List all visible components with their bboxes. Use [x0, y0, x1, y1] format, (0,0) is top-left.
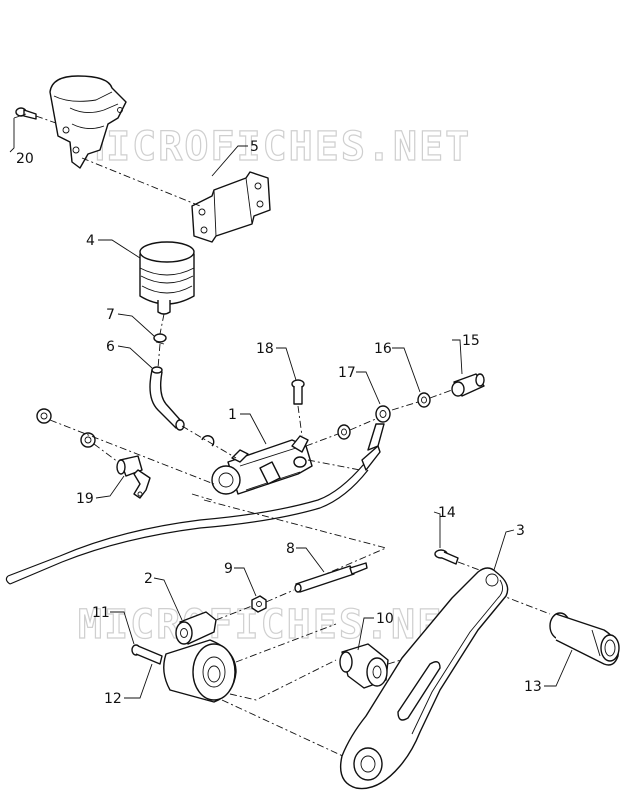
- callout-7: 7: [106, 307, 115, 323]
- callout-12: 12: [104, 691, 122, 707]
- callout-5: 5: [250, 139, 259, 155]
- part-13-pedal-peg[interactable]: [549, 612, 620, 666]
- washer-mid[interactable]: [337, 424, 351, 440]
- part-1-master-cylinder[interactable]: [211, 435, 313, 495]
- washer-left-top[interactable]: [36, 408, 52, 424]
- callout-1: 1: [228, 407, 237, 423]
- callout-15: 15: [462, 333, 480, 349]
- part-2-clevis[interactable]: [175, 611, 217, 645]
- part-9-nut[interactable]: [251, 595, 267, 613]
- part-11-bolt[interactable]: [131, 644, 163, 665]
- part-7-hose-clamp[interactable]: [153, 333, 167, 345]
- part-16-washer[interactable]: [417, 392, 431, 408]
- callout-11: 11: [92, 605, 110, 621]
- callout-3: 3: [516, 523, 525, 539]
- part-17-banjo-fitting[interactable]: [367, 405, 391, 451]
- callout-8: 8: [286, 541, 295, 557]
- part-14-screw[interactable]: [434, 549, 459, 565]
- callout-19: 19: [76, 491, 94, 507]
- callout-4: 4: [86, 233, 95, 249]
- brake-line[interactable]: [5, 445, 381, 585]
- callout-18: 18: [256, 341, 274, 357]
- callout-10: 10: [376, 611, 394, 627]
- callout-13: 13: [524, 679, 542, 695]
- callout-2: 2: [144, 571, 153, 587]
- callout-17: 17: [338, 365, 356, 381]
- part-10-spacer[interactable]: [339, 643, 389, 689]
- callout-14: 14: [438, 505, 456, 521]
- part-5-bracket[interactable]: [191, 171, 271, 243]
- callout-9: 9: [224, 561, 233, 577]
- washer-left-mid[interactable]: [80, 432, 96, 448]
- watermark-top: MICROFICHES.NET: [80, 124, 471, 170]
- part-3-pedal-arm[interactable]: [339, 567, 509, 790]
- part-18-bolt[interactable]: [291, 379, 305, 405]
- part-4-reservoir[interactable]: [139, 241, 195, 315]
- part-5-reservoir-cover[interactable]: [49, 75, 127, 169]
- callout-20: 20: [16, 151, 34, 167]
- circlip[interactable]: [201, 435, 215, 447]
- part-15-banjo-bolt[interactable]: [451, 373, 485, 397]
- part-8-push-rod[interactable]: [294, 562, 368, 593]
- watermark-bottom: MICROFICHES.NET: [78, 602, 469, 648]
- part-12-pivot-bushing[interactable]: [163, 639, 237, 703]
- callout-6: 6: [106, 339, 115, 355]
- part-6-hose[interactable]: [149, 366, 185, 431]
- part-20-screw[interactable]: [15, 107, 37, 120]
- callout-16: 16: [374, 341, 392, 357]
- part-19-banjo-switch[interactable]: [116, 455, 151, 499]
